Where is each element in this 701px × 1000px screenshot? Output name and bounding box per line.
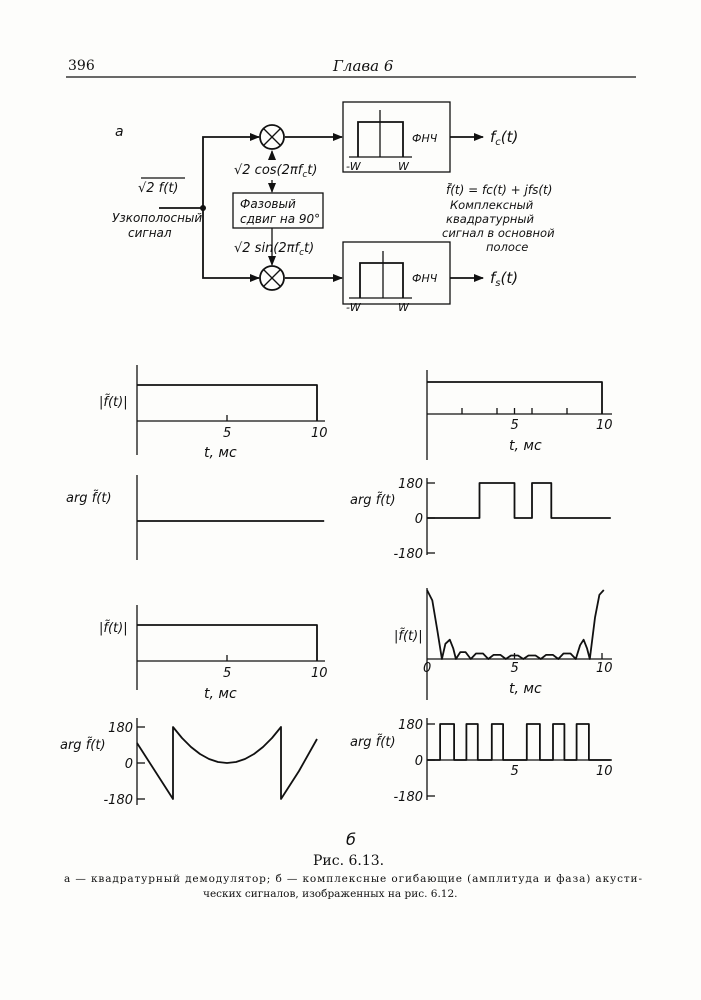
panel-label-a: а (115, 124, 124, 140)
y-tick-label: 0 (415, 754, 423, 769)
figure-title: Рис. 6.13. (313, 853, 384, 869)
svg-text:-W: -W (346, 301, 362, 314)
equation-caption-3: сигнал в основной (442, 226, 555, 240)
equation-caption-2: квадратурный (446, 212, 534, 226)
plot-phase-l2: 180 0 -180 arg f̃(t) (60, 718, 318, 808)
plot-phase-l1: arg f̃(t) (66, 475, 325, 560)
x-tick-label: 0 (423, 661, 431, 676)
x-axis-label: t, мс (204, 445, 237, 461)
output-fc-label: fc(t) (490, 128, 518, 148)
lowpass-filter-top: -W W ФНЧ (342, 101, 451, 173)
plot-phase-r2: 5 10 180 0 -180 arg f̃(t) (350, 718, 613, 805)
lowpass-filter-bottom: -W W ФНЧ (342, 241, 451, 314)
input-signal-label: √2 f(t) (138, 181, 179, 196)
series-line (427, 482, 611, 519)
plot-amp-r1: 5 10 t, мс (426, 370, 613, 460)
y-tick-label: 180 (398, 718, 423, 733)
bottom-branch (202, 208, 260, 282)
phase-shifter-line-1: Фазовый (240, 197, 296, 211)
y-tick-label: 0 (415, 512, 423, 527)
plot-amp-r2: 0 5 10 |f̃(t)| t, мс (394, 588, 613, 700)
x-tick-label: 10 (596, 764, 613, 779)
svg-text:ФНЧ: ФНЧ (412, 132, 438, 145)
y-axis-label: arg f̃(t) (60, 738, 106, 753)
sin-label: √2 sin(2πfct) (234, 241, 314, 258)
phase-shifter-box (232, 192, 324, 229)
series-line (427, 723, 611, 761)
equation-caption-4: полосе (486, 240, 528, 254)
mixer-top-icon (259, 124, 285, 150)
x-tick-label: 10 (596, 418, 613, 433)
y-tick-label: 0 (125, 757, 133, 772)
x-tick-label: 5 (511, 661, 519, 676)
y-axis-label: arg f̃(t) (350, 493, 396, 508)
x-tick-label: 10 (311, 666, 328, 681)
cos-label: √2 cos(2πfct) (234, 163, 317, 180)
svg-text:-W: -W (346, 160, 362, 173)
equation-caption-1: Комплексный (450, 198, 534, 212)
phase-shifter-line-2: сдвиг на 90° (240, 212, 320, 226)
x-axis-label: t, мс (204, 686, 237, 702)
output-fs-label: fs(t) (490, 269, 518, 289)
plot-phase-r1: 180 0 -180 arg f̃(t) (350, 477, 611, 562)
input-caption-2: сигнал (128, 226, 172, 240)
input-caption-1: Узкополосный (112, 211, 202, 225)
x-axis-label: t, мс (509, 681, 542, 697)
caption-line-1: а — квадратурный демодулятор; б — компле… (64, 873, 642, 885)
envelope-plots: 5 10 |f̃(t)| t, мс arg f̃(t) 5 10 |f̃(t)| t, мс 1… (60, 365, 613, 808)
plot-amp-l2: 5 10 |f̃(t)| t, мс (99, 605, 328, 702)
panel-label-b: б (346, 830, 356, 849)
svg-text:W: W (398, 301, 410, 314)
y-axis-label: |f̃(t)| (99, 395, 128, 410)
series-line (136, 726, 318, 800)
top-branch (202, 133, 260, 208)
x-tick-label: 5 (511, 418, 519, 433)
y-axis-label: arg f̃(t) (350, 735, 396, 750)
series-line (137, 624, 318, 661)
y-tick-label: 180 (108, 721, 133, 736)
mixer-bottom-icon (259, 265, 285, 291)
plot-amp-l1: 5 10 |f̃(t)| t, мс (99, 365, 328, 461)
y-axis-label: |f̃(t)| (99, 621, 128, 636)
svg-text:ФНЧ: ФНЧ (412, 272, 438, 285)
complex-envelope-equation: f̃(t) = fc(t) + jfs(t) (446, 183, 552, 197)
caption-line-2: ческих сигналов, изображенных на рис. 6.… (203, 888, 458, 900)
chapter-title: Глава 6 (332, 57, 394, 75)
series-line (137, 384, 318, 421)
svg-text:W: W (398, 160, 410, 173)
quadrature-demodulator-diagram: а √2 f(t) Узкополосный сигнал √2 cos(2πf… (112, 101, 555, 314)
page-number: 396 (68, 58, 95, 74)
x-tick-label: 5 (223, 666, 231, 681)
y-tick-label: -180 (393, 790, 423, 805)
series-line (426, 589, 605, 660)
x-tick-label: 5 (511, 764, 519, 779)
y-axis-label: |f̃(t)| (394, 629, 423, 644)
y-tick-label: 180 (398, 477, 423, 492)
x-tick-label: 10 (596, 661, 613, 676)
y-axis-label: arg f̃(t) (66, 491, 112, 506)
x-tick-label: 5 (223, 426, 231, 441)
x-tick-label: 10 (311, 426, 328, 441)
x-axis-label: t, мс (509, 438, 542, 454)
y-tick-label: -180 (393, 547, 423, 562)
series-line (427, 381, 603, 414)
y-tick-label: -180 (103, 793, 133, 808)
